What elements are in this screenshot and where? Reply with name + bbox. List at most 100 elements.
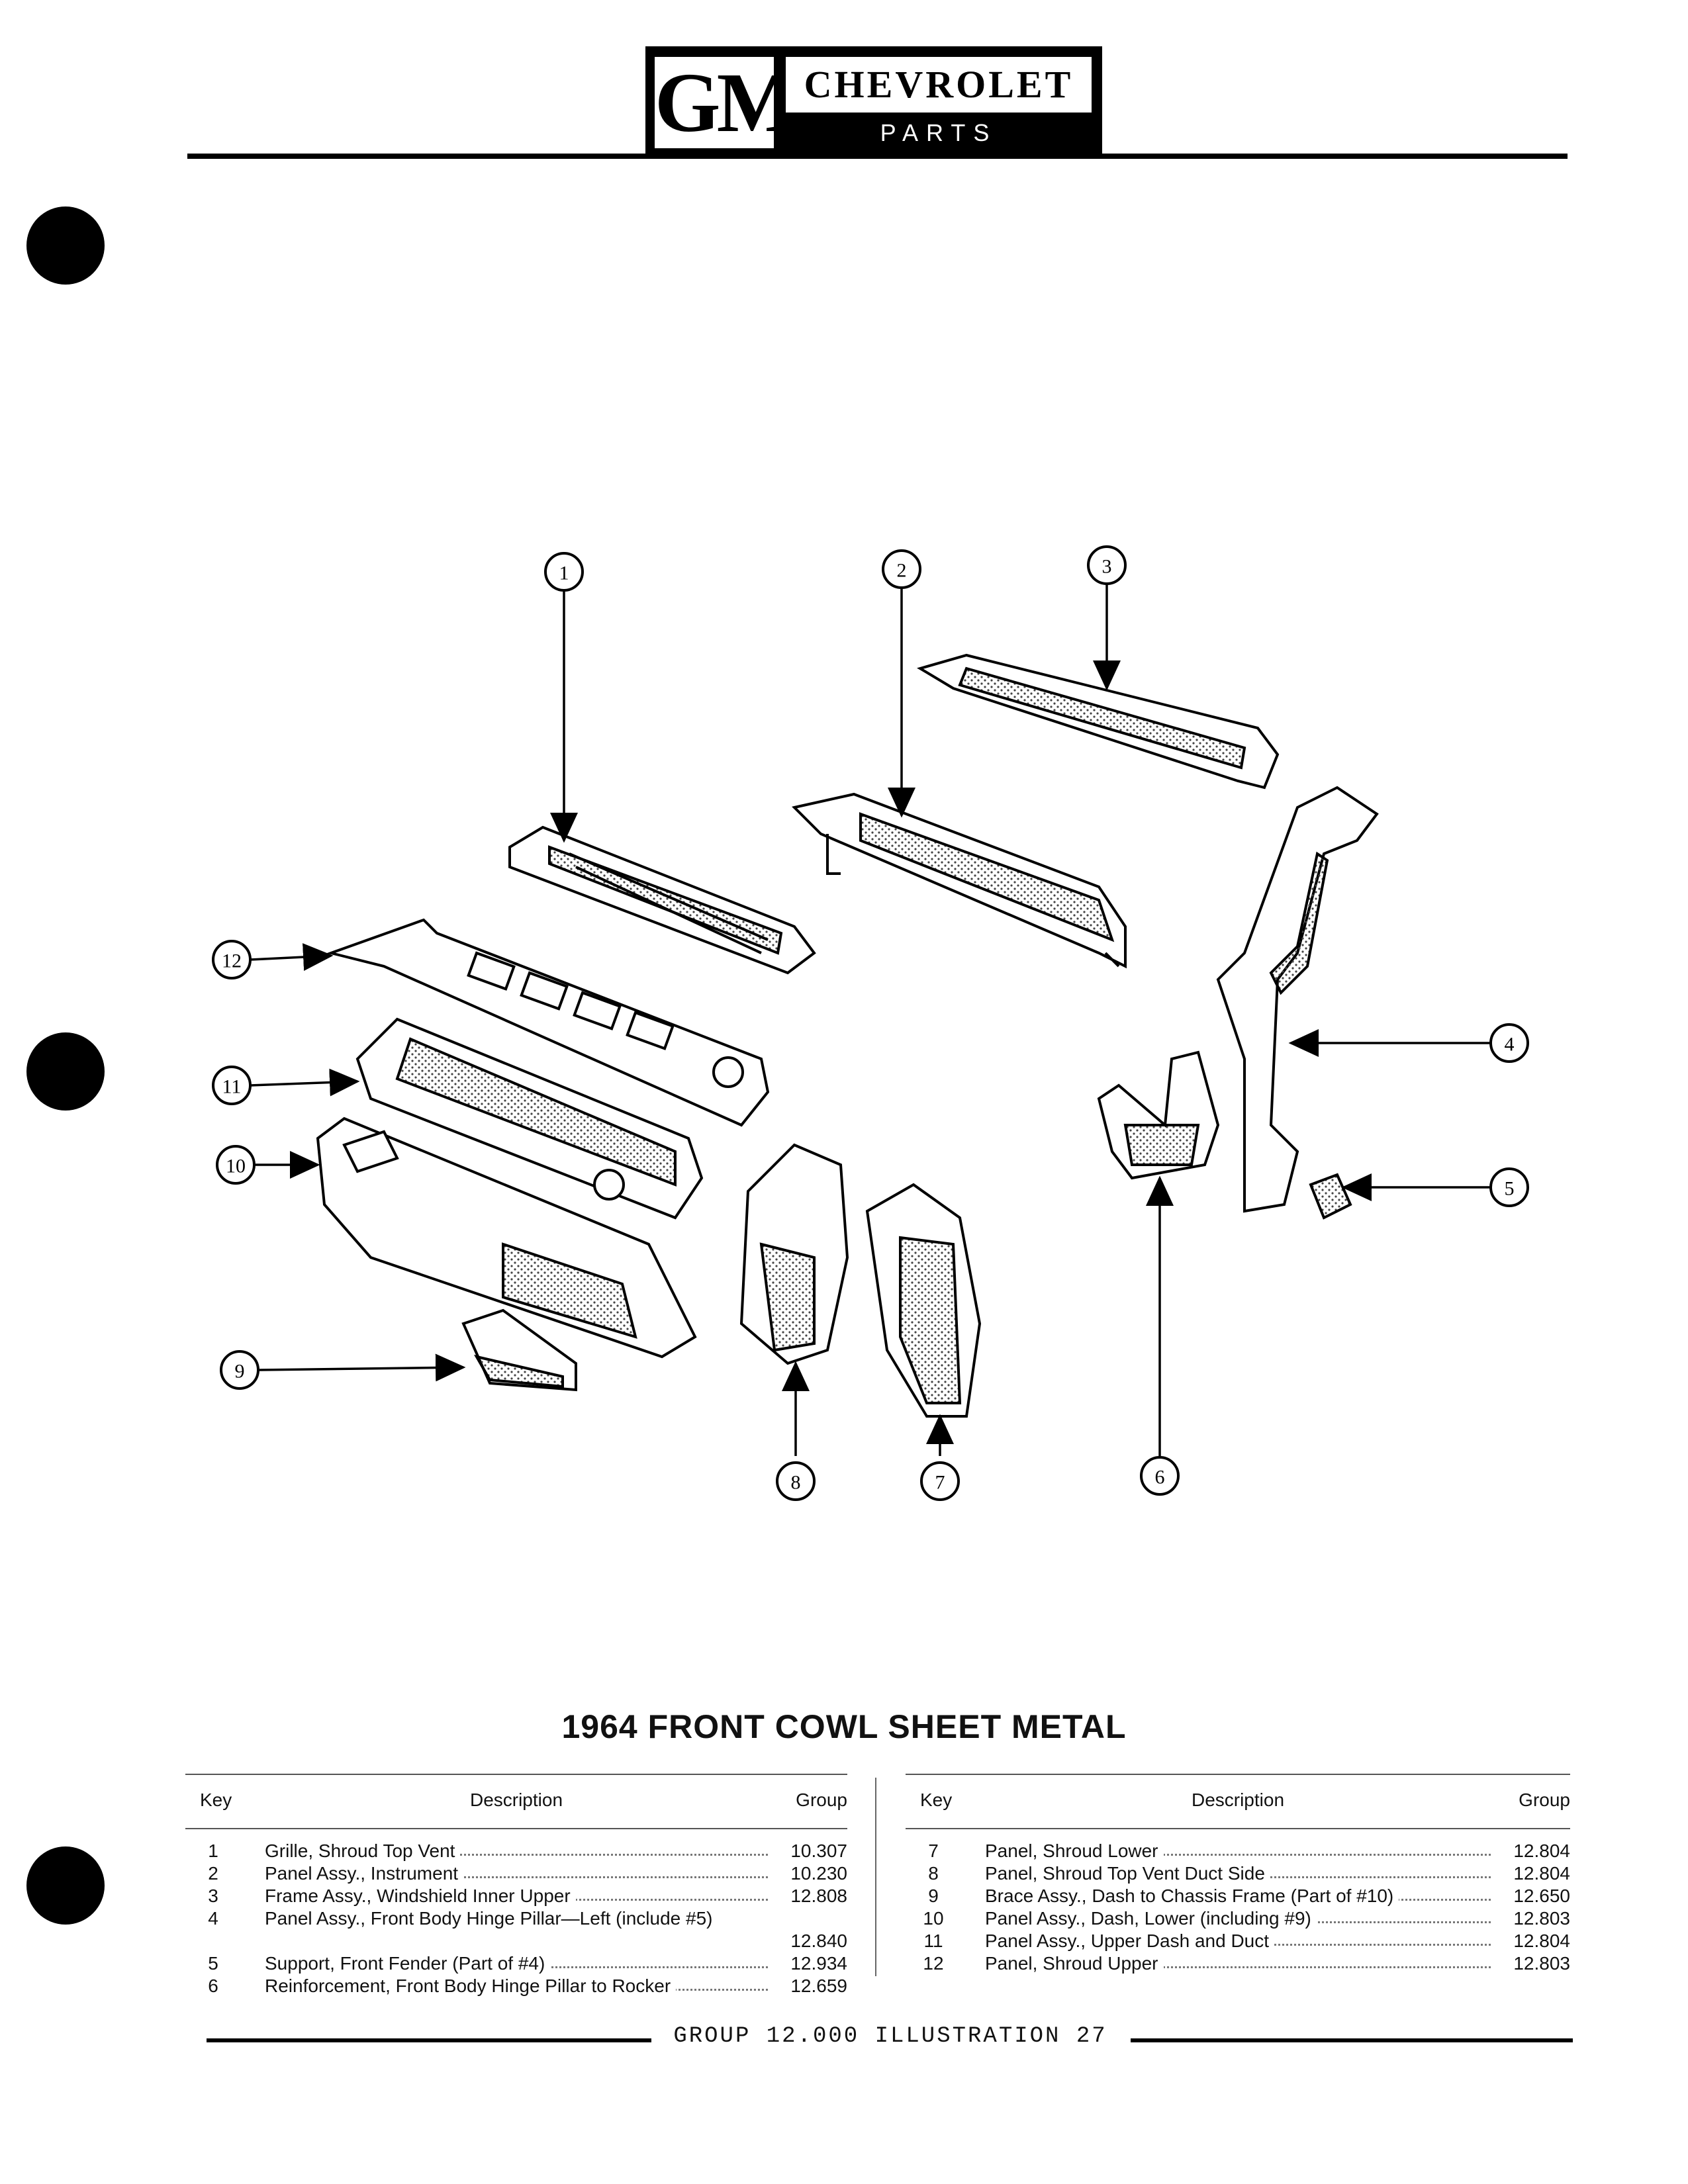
row-key: 7 (928, 1841, 939, 1861)
part-2-instrument-panel (792, 792, 1127, 969)
row-key: 6 (208, 1976, 218, 1996)
row-group: 12.803 (1513, 1953, 1570, 1974)
row-group: 12.934 (790, 1953, 847, 1974)
row-description: Panel Assy., Front Body Hinge Pillar—Lef… (265, 1908, 718, 1929)
part-11-upper-dash-duct (355, 1017, 704, 1220)
column-header-description: Description (469, 1790, 563, 1810)
binder-hole-middle (26, 1032, 105, 1111)
callout-7-label: 7 (935, 1472, 945, 1494)
row-description: Panel Assy., Dash, Lower (including #9) (985, 1908, 1317, 1929)
callout-6 (1140, 1456, 1180, 1496)
row-key: 3 (208, 1886, 218, 1906)
callout-12-label: 12 (222, 950, 242, 972)
row-key: 12 (923, 1953, 944, 1974)
row-group: 12.650 (1513, 1886, 1570, 1906)
row-group: 12.803 (1513, 1908, 1570, 1929)
row-group: 12.804 (1513, 1841, 1570, 1861)
footer-group-illustration: GROUP 12.000 ILLUSTRATION 27 (673, 2024, 1107, 2049)
callout-9-label: 9 (235, 1361, 245, 1383)
callout-8 (776, 1461, 816, 1501)
footer-rule-left (207, 2038, 651, 2042)
part-12-shroud-upper (326, 918, 770, 1127)
row-group: 12.804 (1513, 1931, 1570, 1951)
callout-7 (920, 1461, 960, 1501)
table-row: 8 Panel, Shroud Top Vent Duct Side 12.80… (906, 1862, 1570, 1885)
callout-11-label: 11 (222, 1076, 242, 1098)
table-header: Key Description Group (185, 1790, 847, 1816)
row-key: 4 (208, 1908, 218, 1929)
binder-hole-bottom (26, 1846, 105, 1925)
callout-11 (212, 1066, 252, 1105)
row-group: 12.808 (790, 1886, 847, 1906)
leader-11 (250, 1068, 360, 1097)
part-8-duct-side (739, 1143, 849, 1365)
callout-12 (212, 940, 252, 979)
callout-6-label: 6 (1155, 1467, 1165, 1488)
brand-name: CHEVROLET (786, 57, 1092, 113)
column-header-key: Key (200, 1790, 232, 1810)
row-key: 11 (923, 1931, 943, 1951)
part-4-hinge-pillar (1216, 786, 1379, 1213)
table-row: 10 Panel Assy., Dash, Lower (including #… (906, 1907, 1570, 1930)
callout-10 (216, 1145, 256, 1185)
callout-4 (1489, 1023, 1529, 1063)
table-row: 11 Panel Assy., Upper Dash and Duct 12.8… (906, 1930, 1570, 1952)
table-row: 2 Panel Assy., Instrument 10.230 (185, 1862, 847, 1885)
column-header-key: Key (920, 1790, 953, 1810)
row-group: 12.840 (790, 1931, 847, 1951)
callout-9 (220, 1350, 259, 1390)
row-group: 10.230 (790, 1863, 847, 1884)
exploded-parts-illustration: 1 2 3 4 5 6 7 8 9 10 11 12 (212, 545, 1529, 1501)
callout-10-label: 10 (226, 1156, 246, 1177)
row-group: 10.307 (790, 1841, 847, 1861)
callout-1-label: 1 (559, 563, 569, 584)
row-description: Panel, Shroud Lower (985, 1841, 1164, 1861)
table-rule (185, 1774, 847, 1775)
row-key: 8 (928, 1863, 939, 1884)
callout-8-label: 8 (791, 1472, 801, 1494)
row-key: 9 (928, 1886, 939, 1906)
row-description: Panel Assy., Instrument (265, 1863, 464, 1884)
footer-rule-right (1131, 2038, 1573, 2042)
table-row: 7 Panel, Shroud Lower 12.804 (906, 1840, 1570, 1862)
part-1-shroud-grille (508, 825, 816, 975)
table-column-divider (875, 1778, 876, 1976)
table-rule (185, 1828, 847, 1829)
callout-5 (1489, 1167, 1529, 1207)
table-header: Key Description Group (906, 1790, 1570, 1816)
leader-9 (259, 1353, 466, 1382)
row-description: Frame Assy., Windshield Inner Upper (265, 1886, 576, 1906)
table-rule (906, 1828, 1570, 1829)
callout-4-label: 4 (1505, 1034, 1515, 1056)
column-header-description: Description (1191, 1790, 1285, 1810)
table-row: 1 Grille, Shroud Top Vent 10.307 (185, 1840, 847, 1862)
row-group: 12.659 (790, 1976, 847, 1996)
row-description: Grille, Shroud Top Vent (265, 1841, 461, 1861)
callout-3-label: 3 (1102, 556, 1112, 578)
callout-5-label: 5 (1505, 1178, 1515, 1200)
part-3-windshield-frame (917, 653, 1280, 790)
row-key: 2 (208, 1863, 218, 1884)
callout-2 (882, 549, 921, 589)
table-row: 5 Support, Front Fender (Part of #4) 12.… (185, 1952, 847, 1975)
table-row: 6 Reinforcement, Front Body Hinge Pillar… (185, 1975, 847, 1997)
row-description: Panel Assy., Upper Dash and Duct (985, 1931, 1275, 1951)
catalogue-logo: GM CHEVROLET PARTS CATALOGUE (645, 46, 1102, 179)
table-rule (906, 1774, 1570, 1775)
table-row: 12 Panel, Shroud Upper 12.803 (906, 1952, 1570, 1975)
callout-2-label: 2 (897, 560, 907, 582)
table-row: 4 Panel Assy., Front Body Hinge Pillar—L… (185, 1907, 847, 1952)
part-5-fender-support (1309, 1173, 1352, 1220)
page-title: 1964 FRONT COWL SHEET METAL (561, 1708, 1127, 1745)
binder-hole-top (26, 206, 105, 285)
table-row: 3 Frame Assy., Windshield Inner Upper 12… (185, 1885, 847, 1907)
row-description: Support, Front Fender (Part of #4) (265, 1953, 551, 1974)
header-rule (187, 154, 1568, 159)
row-key: 1 (208, 1841, 218, 1861)
gm-logo: GM (655, 56, 796, 150)
part-7-shroud-lower (865, 1183, 982, 1418)
table-row: 9 Brace Assy., Dash to Chassis Frame (Pa… (906, 1885, 1570, 1907)
part-9-brace (461, 1308, 577, 1392)
callout-3 (1087, 545, 1127, 585)
callout-1 (544, 552, 584, 592)
